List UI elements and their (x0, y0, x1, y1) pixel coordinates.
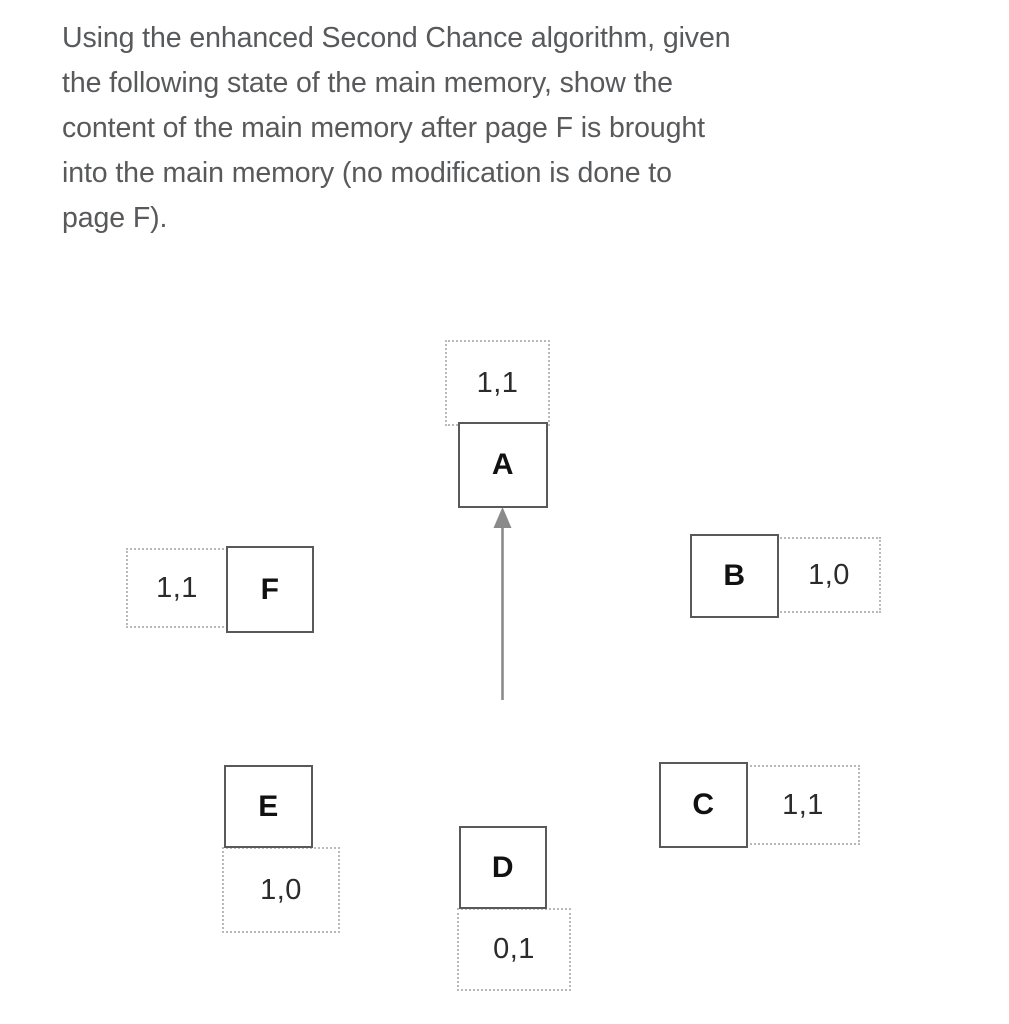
page-frame-e[interactable]: E (224, 765, 313, 848)
page-letter-a: A (491, 448, 515, 481)
page-frame-d[interactable]: D (459, 826, 547, 909)
bits-label-d: 0,1 (457, 908, 571, 991)
bits-value-b: 1,0 (808, 558, 850, 591)
page-frame-a[interactable]: A (458, 422, 548, 508)
bits-label-a: 1,1 (445, 340, 550, 426)
bits-value-f: 1,1 (156, 571, 198, 604)
page-frame-b[interactable]: B (690, 534, 779, 618)
bits-label-f: 1,1 (126, 548, 228, 628)
bits-value-d: 0,1 (493, 933, 535, 965)
page-frame-f[interactable]: F (226, 546, 314, 633)
bits-label-b: 1,0 (777, 537, 881, 613)
bits-value-c: 1,1 (782, 788, 824, 821)
page-letter-d: D (491, 850, 515, 884)
question-text: Using the enhanced Second Chance algorit… (62, 22, 731, 234)
page-letter-c: C (692, 788, 715, 821)
page-letter-f: F (260, 572, 280, 606)
bits-label-e: 1,0 (222, 847, 340, 933)
bits-value-a: 1,1 (476, 366, 519, 399)
incoming-page-arrow (493, 507, 512, 700)
bits-value-e: 1,0 (260, 873, 302, 906)
page-letter-b: B (723, 559, 746, 592)
page-frame-c[interactable]: C (659, 762, 748, 848)
bits-label-c: 1,1 (746, 765, 860, 845)
page-letter-e: E (258, 789, 279, 823)
